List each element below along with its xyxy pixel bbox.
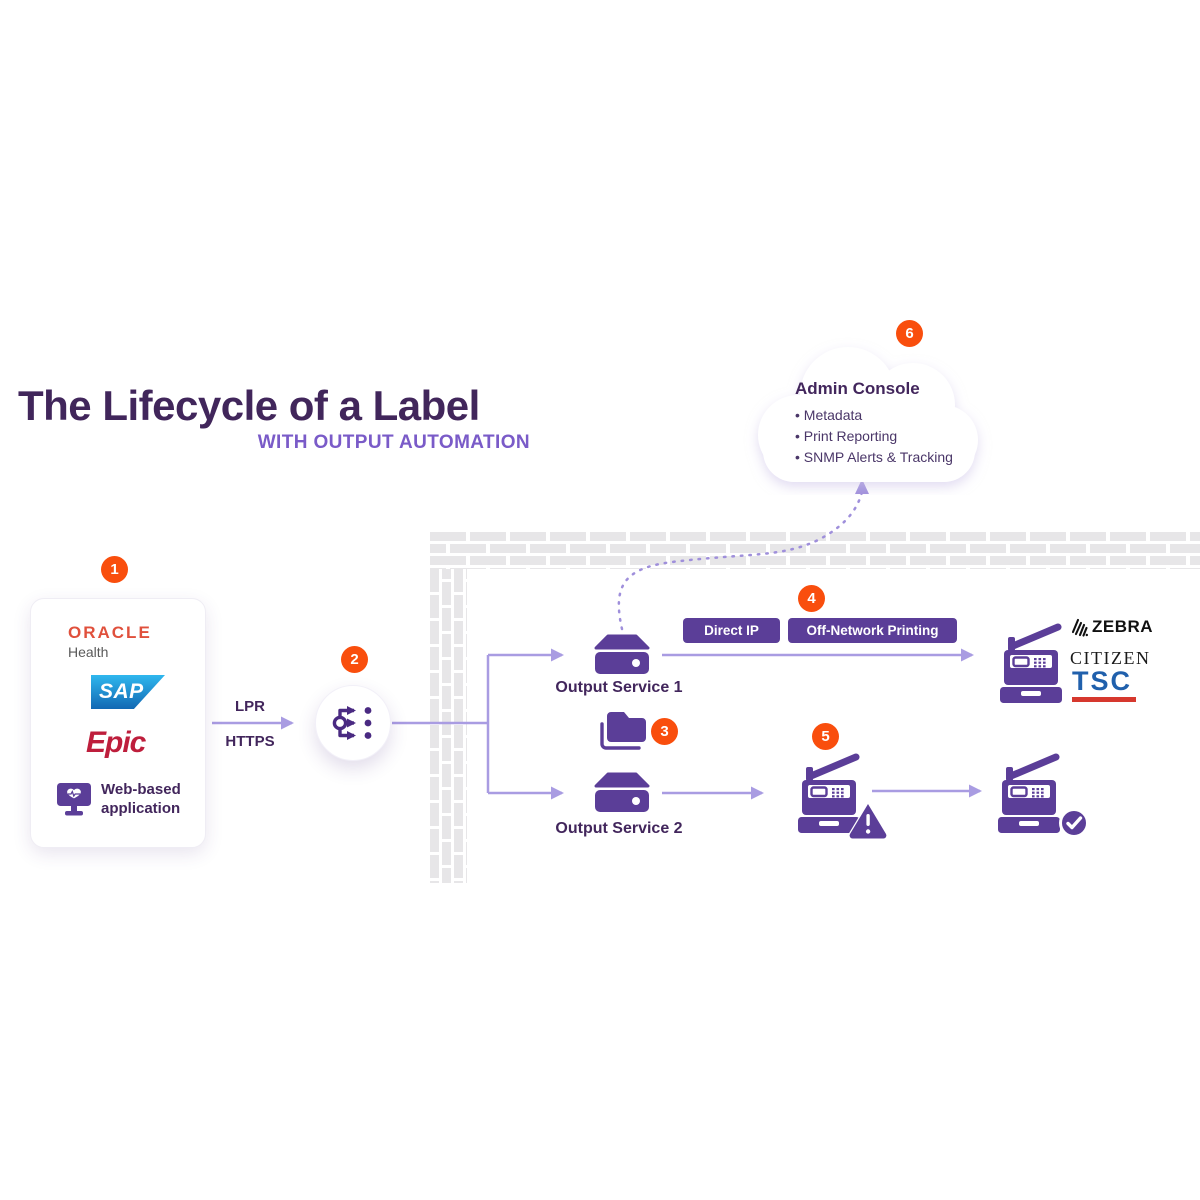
output-automation-router xyxy=(315,685,391,761)
firewall-wall-vertical xyxy=(430,569,467,883)
page-subtitle: WITH OUTPUT AUTOMATION xyxy=(257,432,530,454)
output-service-2-icon xyxy=(594,772,650,812)
admin-console-item-snmp: SNMP Alerts & Tracking xyxy=(795,447,953,468)
step-badge-5: 5 xyxy=(812,723,839,750)
off-network-printing-tag: Off-Network Printing xyxy=(788,618,957,643)
sap-logo-text: SAP xyxy=(99,680,144,703)
web-app-monitor-icon xyxy=(57,782,91,816)
step-badge-6: 6 xyxy=(896,320,923,347)
zebra-head-icon xyxy=(1071,618,1088,637)
title-block: The Lifecycle of a Label WITH OUTPUT AUT… xyxy=(18,382,530,454)
sap-logo: SAP xyxy=(91,675,165,709)
check-circle-icon xyxy=(1059,808,1089,838)
tsc-logo: TSC xyxy=(1072,668,1136,702)
tsc-logo-text: TSC xyxy=(1072,666,1132,696)
tsc-logo-red-bar xyxy=(1072,697,1136,702)
output-service-1-label: Output Service 1 xyxy=(555,679,683,696)
oracle-health-label: Health xyxy=(68,644,109,660)
printer-ok-icon xyxy=(998,753,1060,833)
zebra-logo: ZEBRA xyxy=(1070,617,1153,637)
epic-logo: Epic xyxy=(86,726,146,760)
printer-error-icon xyxy=(798,753,860,833)
oracle-health-logo: ORACLE Health xyxy=(68,623,152,660)
distribution-icon xyxy=(332,706,372,740)
source-systems-card: ORACLE Health SAP Epic Web-based applica… xyxy=(30,598,206,848)
direct-ip-tag: Direct IP xyxy=(683,618,780,643)
output-service-1-icon xyxy=(594,634,650,674)
admin-console-title: Admin Console xyxy=(795,379,920,398)
oracle-logo-text: ORACLE xyxy=(68,623,152,642)
epic-logo-text: Epic xyxy=(86,726,146,759)
admin-console-item-metadata: Metadata xyxy=(795,405,953,426)
step-badge-2: 2 xyxy=(341,646,368,673)
https-label: HTTPS xyxy=(225,733,275,750)
folder-icon xyxy=(600,710,648,750)
admin-console-panel: Admin Console Metadata Print Reporting S… xyxy=(795,379,953,468)
step-badge-4: 4 xyxy=(798,585,825,612)
admin-console-item-print-reporting: Print Reporting xyxy=(795,426,953,447)
lpr-label: LPR xyxy=(235,698,265,715)
zebra-logo-text: ZEBRA xyxy=(1092,617,1154,636)
output-service-2-label: Output Service 2 xyxy=(555,820,683,837)
page-title: The Lifecycle of a Label xyxy=(18,382,480,429)
warning-triangle-icon xyxy=(848,801,888,840)
step-badge-1: 1 xyxy=(101,556,128,583)
citizen-logo: CITIZEN xyxy=(1070,648,1151,668)
web-app-label: Web-based application xyxy=(101,781,181,817)
web-app-row: Web-based application xyxy=(56,781,187,819)
firewall-wall-horizontal xyxy=(430,532,1200,569)
step-badge-3: 3 xyxy=(651,718,678,745)
network-printer-icon xyxy=(1000,623,1062,703)
